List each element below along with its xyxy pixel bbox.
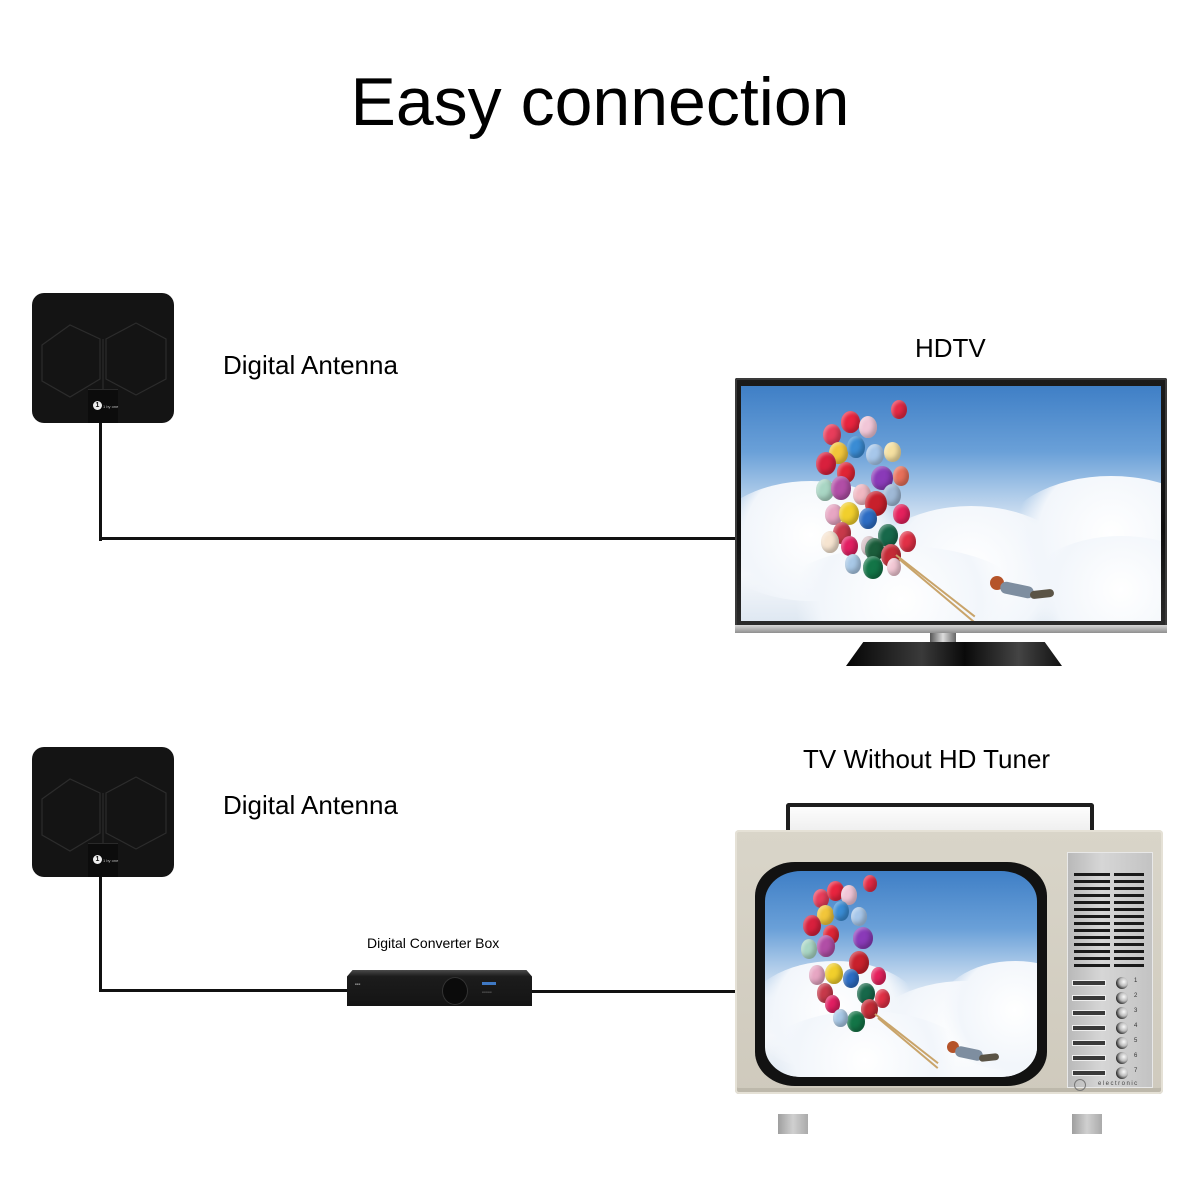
tv-foot-left (778, 1114, 808, 1134)
antenna-brand-badge: 1 1 by one (88, 389, 118, 423)
converter-box-label: Digital Converter Box (367, 935, 500, 951)
box-dial (443, 978, 467, 1004)
digital-antenna-icon: 1 1 by one (32, 293, 174, 423)
channel-number: 6 (1134, 1053, 1138, 1059)
kid-figure (986, 576, 1058, 606)
antenna-brand-text: 1 by one (103, 404, 119, 409)
antenna-brand-text: 1 by one (103, 858, 119, 863)
knob-icon (1116, 1007, 1128, 1019)
antenna-label: Digital Antenna (223, 350, 398, 380)
antenna-cable-vertical (99, 877, 102, 992)
antenna-cable-vertical (99, 423, 102, 541)
panel-brand-text: electronic (1098, 1081, 1139, 1087)
control-panel: 1 2 3 4 5 6 7 electronic (1067, 852, 1153, 1091)
page-title: Easy connection (350, 64, 850, 140)
atom-logo-icon (1074, 1079, 1086, 1091)
digital-converter-box-icon: ■■■ ▪▪▪▪▪▪▪▪▪ (347, 970, 532, 1006)
tv-stand-base (846, 642, 1062, 666)
brand-logo-icon: 1 (93, 855, 102, 864)
box-brand-strip (482, 982, 496, 985)
tv-foot-right (1072, 1114, 1102, 1134)
retro-tv-bezel (755, 862, 1047, 1086)
antenna-cable-horizontal (99, 537, 737, 540)
kid-figure (943, 1041, 1003, 1069)
knob-icon (1116, 992, 1128, 1004)
brand-logo-icon: 1 (93, 401, 102, 410)
retro-tv-screen (765, 871, 1037, 1077)
hdtv-setup: 1 1 by one Digital Antenna HDTV (32, 293, 1167, 666)
channel-number: 4 (1134, 1023, 1138, 1029)
box-to-tv-cable (530, 990, 737, 993)
retro-tv-icon: 1 2 3 4 5 6 7 electronic (735, 830, 1163, 1094)
channel-number: 7 (1134, 1068, 1138, 1074)
hdtv-icon (735, 378, 1167, 633)
hdtv-screen (741, 386, 1161, 621)
antenna-to-box-cable (99, 989, 349, 992)
channel-number: 2 (1134, 993, 1138, 999)
knob-icon (1116, 1037, 1128, 1049)
tv-bezel-chrome (735, 625, 1167, 633)
channel-number: 1 (1134, 978, 1138, 984)
antenna-brand-badge: 1 1 by one (88, 843, 118, 877)
antenna-label: Digital Antenna (223, 790, 398, 820)
channel-number: 5 (1134, 1038, 1138, 1044)
digital-antenna-icon: 1 1 by one (32, 747, 174, 877)
knob-icon (1116, 1067, 1128, 1079)
knob-icon (1116, 1052, 1128, 1064)
knob-icon (1116, 977, 1128, 989)
knob-icon (1116, 1022, 1128, 1034)
tv-without-hd-tuner-label: TV Without HD Tuner (803, 744, 1051, 774)
channel-number: 3 (1134, 1008, 1138, 1014)
hdtv-label: HDTV (915, 333, 986, 363)
